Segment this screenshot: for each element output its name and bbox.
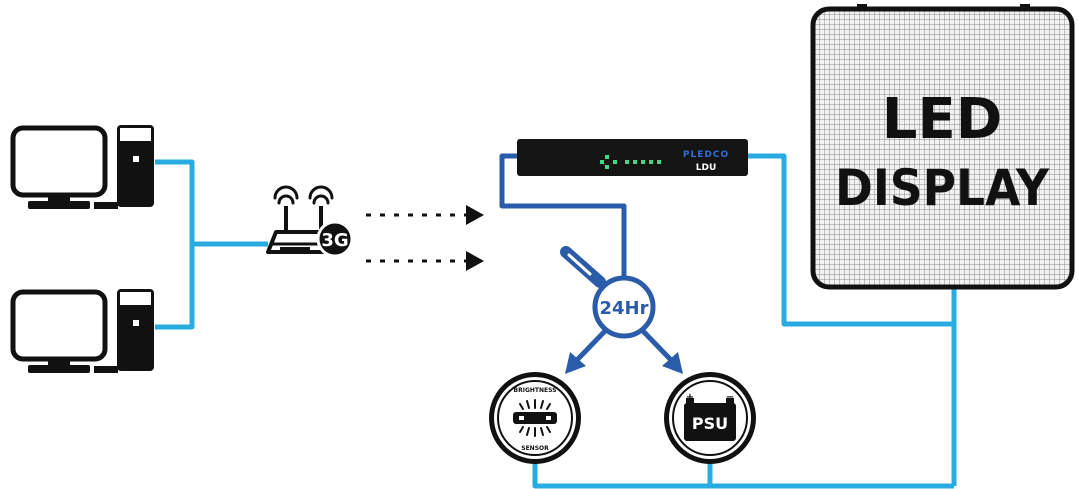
brightness-sensor: BRIGHTNESS SENSOR — [489, 372, 581, 464]
psu: + − PSU — [664, 372, 756, 464]
sensor-bottom-label: SENSOR — [521, 445, 549, 452]
psu-plus: + — [686, 392, 694, 403]
psu-label: PSU — [692, 414, 728, 433]
battery-icon — [684, 398, 736, 441]
cable-controller-loop — [499, 153, 627, 278]
brightness-sensor-icon — [513, 399, 557, 437]
cables-dark — [499, 153, 627, 278]
arrow-icon — [662, 352, 683, 374]
monitoring-magnifier: 24Hr — [560, 246, 683, 374]
wifi-icon — [273, 185, 334, 205]
cables-light — [155, 153, 957, 489]
controller-box: PLEDCO LDU — [517, 139, 748, 176]
computer-icon — [10, 289, 154, 373]
controller-brand: PLEDCO — [683, 150, 729, 160]
computer-bottom — [10, 289, 154, 373]
arrow-icon — [466, 251, 484, 271]
sensor-top-label: BRIGHTNESS — [514, 387, 557, 394]
cable-computer-top — [155, 159, 195, 244]
magnifier-icon — [560, 246, 606, 288]
3g-badge-label: 3G — [321, 230, 348, 251]
cable-computer-bottom — [155, 244, 195, 330]
display-line-1: LED — [882, 87, 1002, 152]
router: 3G — [266, 185, 354, 258]
psu-minus: − — [726, 392, 734, 403]
arrow-icon — [565, 352, 586, 374]
led-display: LED DISPLAY — [810, 4, 1075, 290]
cable-controller-to-display — [746, 153, 954, 327]
display-line-2: DISPLAY — [835, 159, 1050, 217]
controller-model: LDU — [696, 163, 717, 173]
arrow-icon — [466, 205, 484, 225]
3g-badge — [316, 220, 354, 258]
monitor-label: 24Hr — [600, 298, 649, 319]
cable-bottom-bus — [532, 462, 954, 489]
computer-top — [10, 125, 154, 209]
status-leds — [600, 155, 661, 169]
computer-icon — [10, 125, 154, 209]
monitor-arrows — [574, 327, 674, 363]
data-arrows — [366, 205, 484, 271]
